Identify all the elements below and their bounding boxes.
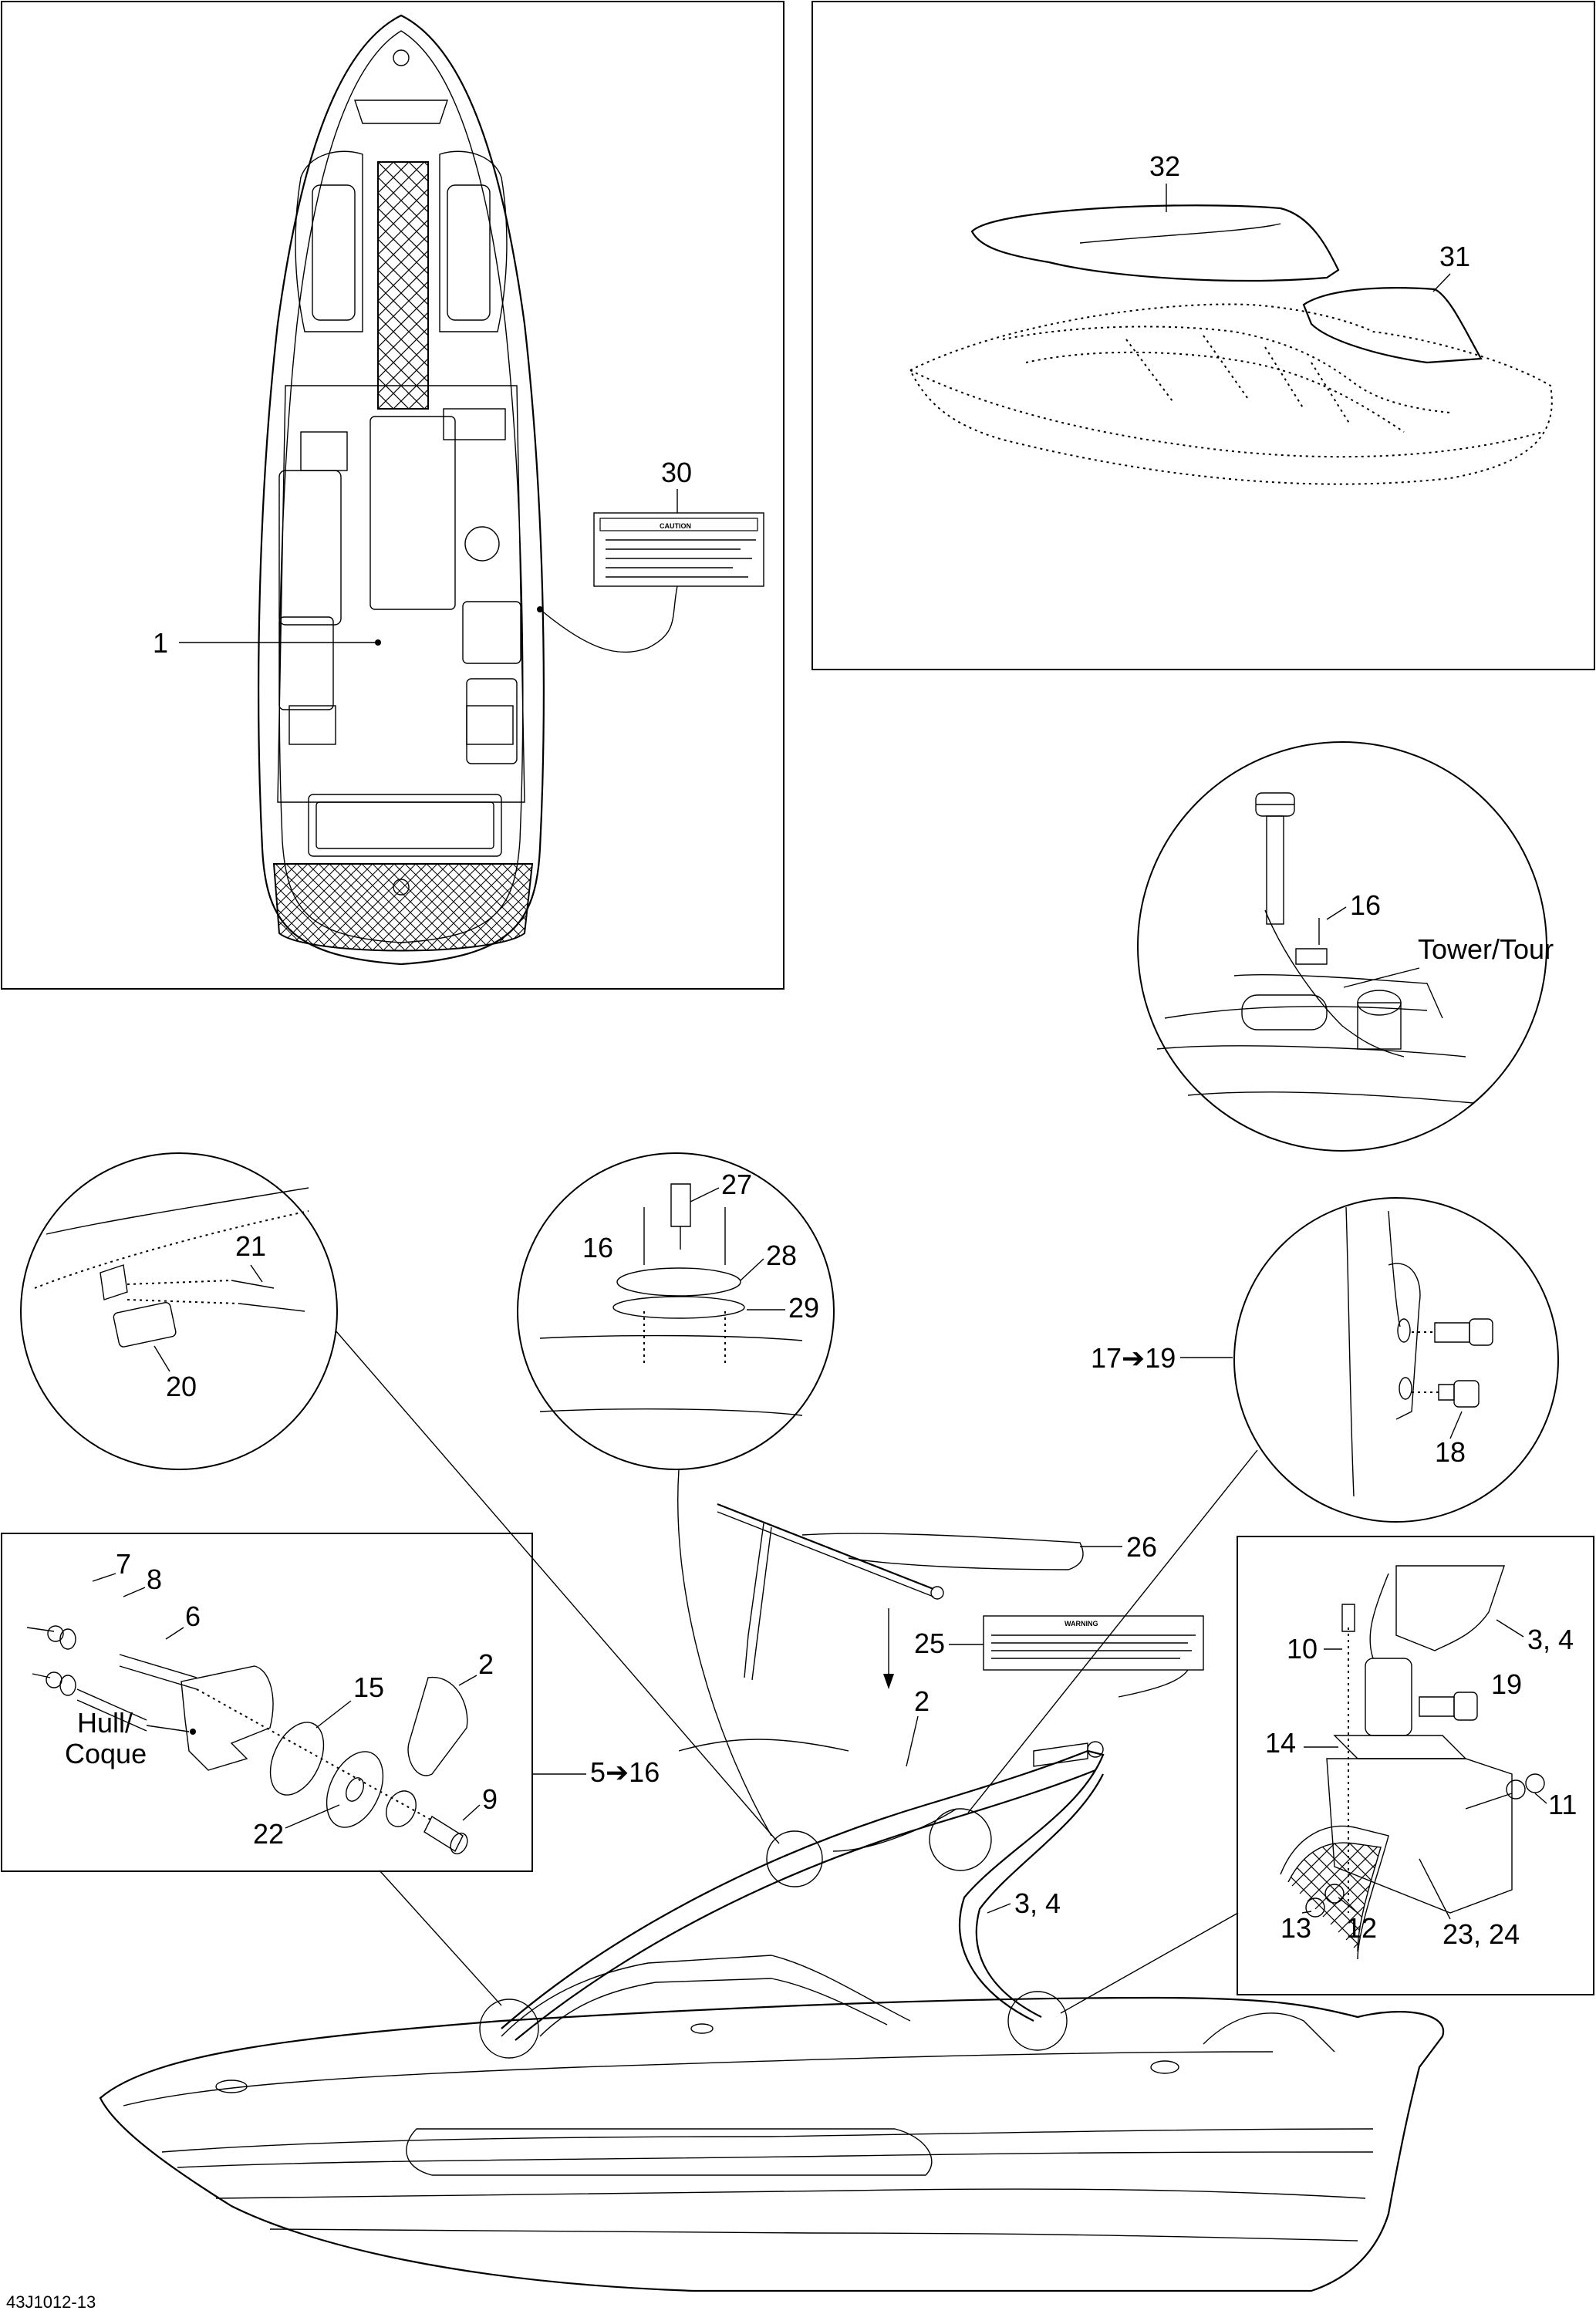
board-rack bbox=[717, 1503, 934, 1590]
callout-3-4-main: 3, 4 bbox=[1014, 1887, 1061, 1919]
helm-wheel bbox=[464, 526, 500, 562]
callout-11: 11 bbox=[1548, 1789, 1577, 1820]
side-view-boat: 26 WARNING 25 2 3, 4 bbox=[99, 1330, 1445, 2292]
callout-13: 13 bbox=[1281, 1912, 1311, 1944]
callout-26: 26 bbox=[1126, 1531, 1157, 1563]
hull-bracket bbox=[181, 1665, 274, 1771]
callout-27: 27 bbox=[721, 1169, 752, 1200]
bow-seat-left bbox=[295, 150, 363, 332]
callout-18: 18 bbox=[1435, 1436, 1466, 1468]
hull-side-outline bbox=[99, 1996, 1445, 2292]
callout-3-4-right: 3, 4 bbox=[1527, 1624, 1574, 1655]
hull-label-1: Hull/ bbox=[77, 1707, 133, 1739]
callout-6: 6 bbox=[185, 1601, 201, 1632]
svg-text:WARNING: WARNING bbox=[1065, 1620, 1098, 1628]
walkway-mat bbox=[377, 161, 429, 410]
hull-label-2: Coque bbox=[65, 1738, 147, 1769]
callout-23-24: 23, 24 bbox=[1442, 1918, 1520, 1950]
hull-top-outline bbox=[258, 14, 545, 966]
bow-seat-right bbox=[439, 150, 508, 332]
callout-25: 25 bbox=[914, 1628, 945, 1659]
callout-28: 28 bbox=[766, 1240, 797, 1271]
cover-31 bbox=[1302, 287, 1483, 364]
callout-5-16: 5➔16 bbox=[590, 1756, 660, 1788]
callout-17-19: 17➔19 bbox=[1091, 1342, 1176, 1374]
callout-31: 31 bbox=[1439, 241, 1470, 272]
callout-21: 21 bbox=[235, 1230, 266, 1262]
mirror-detail: 21 20 bbox=[20, 1152, 338, 1470]
callout-8: 8 bbox=[147, 1563, 162, 1595]
callout-14: 14 bbox=[1265, 1727, 1296, 1759]
mount-detail: 27 16 28 29 bbox=[517, 1152, 835, 1470]
callout-9: 9 bbox=[482, 1783, 498, 1815]
callout-2-left: 2 bbox=[478, 1648, 494, 1680]
callout-15: 15 bbox=[353, 1671, 384, 1703]
cover-32 bbox=[970, 204, 1340, 282]
callout-7: 7 bbox=[116, 1548, 131, 1580]
callout-19: 19 bbox=[1491, 1668, 1522, 1700]
callout-1: 1 bbox=[153, 627, 168, 659]
swim-platform bbox=[272, 863, 534, 952]
callout-2-main: 2 bbox=[914, 1685, 930, 1717]
callout-12: 12 bbox=[1346, 1912, 1377, 1944]
covers-panel: 32 31 bbox=[811, 1, 1595, 670]
callout-10: 10 bbox=[1287, 1633, 1318, 1665]
callout-29: 29 bbox=[788, 1292, 819, 1324]
warning-decal: WARNING bbox=[983, 1615, 1204, 1671]
drawing-code: 43J1012-13 bbox=[6, 2292, 96, 2312]
callout-16-tower: 16 bbox=[1350, 889, 1381, 921]
tower-light-detail: 16 Tower/Tour bbox=[1137, 741, 1554, 1152]
tower-bolt-detail: 18 17➔19 bbox=[1091, 1197, 1559, 1523]
hull-attachment-panel: 7 8 6 15 2 Hull/ Coque 22 9 5➔16 bbox=[1, 1533, 660, 1872]
callout-16-mount: 16 bbox=[582, 1232, 613, 1263]
svg-text:CAUTION: CAUTION bbox=[660, 522, 691, 530]
callout-20: 20 bbox=[166, 1371, 197, 1402]
callout-22: 22 bbox=[253, 1818, 284, 1850]
tower-label: Tower/Tour bbox=[1418, 933, 1554, 965]
tower-base-panel: 10 3, 4 19 14 11 13 12 23, 24 bbox=[1237, 1536, 1594, 1995]
top-view-panel: 1 CAUTION 30 bbox=[1, 1, 785, 990]
callout-32: 32 bbox=[1149, 150, 1180, 182]
callout-30: 30 bbox=[661, 457, 692, 488]
caution-decal: CAUTION bbox=[593, 512, 764, 587]
tower-frame bbox=[501, 1749, 1088, 2029]
mirror bbox=[113, 1301, 177, 1348]
